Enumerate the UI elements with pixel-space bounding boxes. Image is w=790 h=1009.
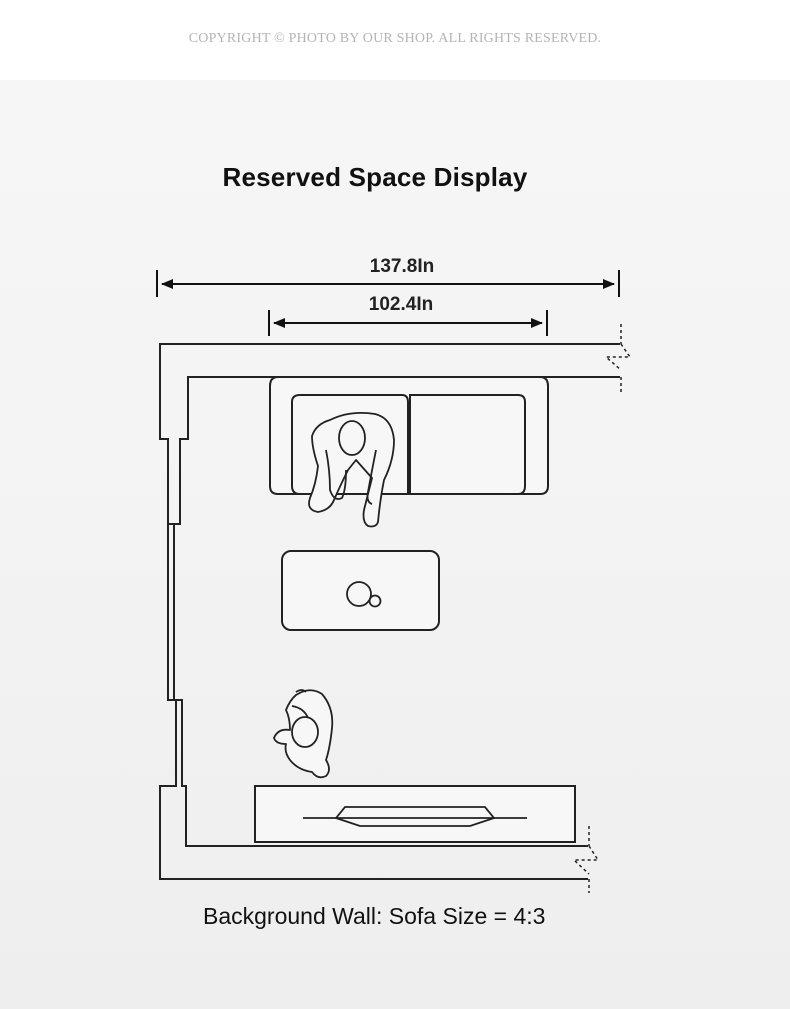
diagram-title: Reserved Space Display [222, 162, 528, 192]
coffee-table [281, 550, 440, 631]
dimension-line-sofa [268, 310, 548, 336]
copyright-notice: COPYRIGHT © PHOTO BY OUR SHOP. ALL RIGHT… [188, 31, 602, 46]
top-bar: COPYRIGHT © PHOTO BY OUR SHOP. ALL RIGHT… [0, 0, 790, 80]
cup-icon [346, 581, 382, 608]
room-walls [159, 343, 620, 880]
dimension-label-outer: 137.8In [369, 256, 435, 277]
dimension-label-sofa: 102.4In [368, 294, 434, 315]
tv-icon [303, 806, 527, 827]
tv-cabinet [254, 785, 576, 843]
person-seated-icon [308, 411, 395, 528]
ratio-caption: Background Wall: Sofa Size = 4:3 [203, 903, 546, 929]
dimension-line-outer [156, 270, 620, 297]
wall-break-top [603, 324, 632, 392]
person-standing-icon [273, 689, 334, 779]
wall-break-bottom [572, 826, 600, 893]
diagram-panel [0, 80, 790, 1009]
